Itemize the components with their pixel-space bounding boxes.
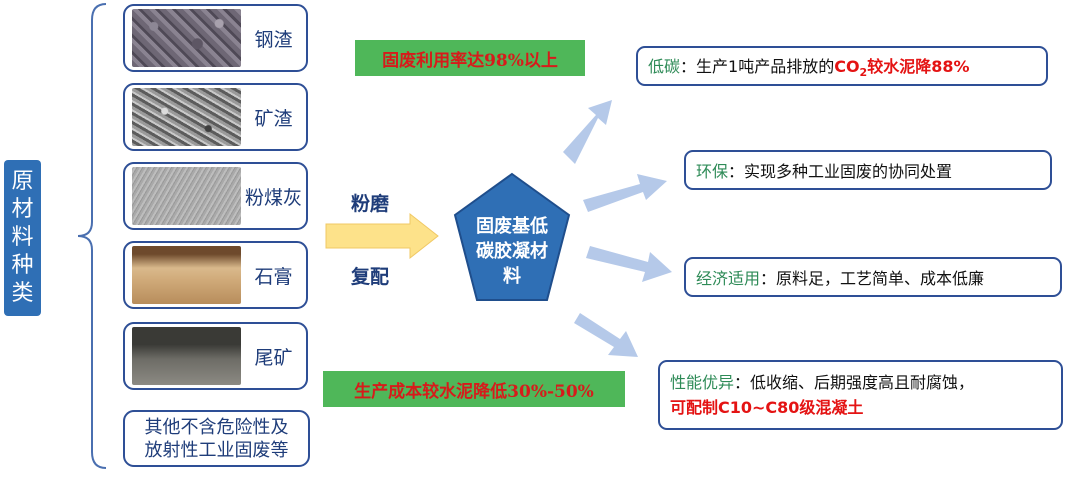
product-pentagon xyxy=(453,172,571,301)
product-label-line-1: 固废基低 xyxy=(476,216,548,237)
utilization-banner: 固废利用率达98%以上 xyxy=(355,40,585,76)
product-label: 固废基低 碳胶凝材 料 xyxy=(450,214,574,289)
compound-label: 复配 xyxy=(351,266,390,288)
benefit-text: ：生产1吨产品排放的 xyxy=(680,56,835,76)
benefit-title: 经济适用 xyxy=(696,269,761,288)
category-label: 原材料种类 xyxy=(4,160,41,316)
category-label-text: 原材料种类 xyxy=(11,169,34,306)
left-brace xyxy=(77,3,107,469)
benefit-eco: 环保：实现多种工业固废的协同处置 xyxy=(684,150,1052,190)
benefit-text: ：实现多种工业固废的协同处置 xyxy=(728,162,953,181)
benefit-performance: 性能优异：低收缩、后期强度高且耐腐蚀， 可配制C10~C80级混凝土 xyxy=(658,360,1063,430)
material-name: 尾矿 xyxy=(254,346,293,369)
co2-subscript: 2 xyxy=(859,66,868,80)
material-name: 石膏 xyxy=(254,265,293,288)
benefit-title: 环保 xyxy=(696,162,729,181)
other-materials-line-1: 其他不含危险性及 xyxy=(144,416,289,438)
co2-text: CO xyxy=(834,56,860,76)
reduction-text: 较水泥降88% xyxy=(867,56,970,76)
benefit-highlight: 可配制C10~C80级混凝土 xyxy=(670,398,864,417)
arrow-to-eco xyxy=(583,174,667,212)
material-card-steel-slag: 钢渣 xyxy=(123,4,308,72)
steel-slag-photo xyxy=(132,9,241,67)
material-name: 粉煤灰 xyxy=(244,186,302,209)
grind-label: 粉磨 xyxy=(351,193,390,215)
material-name: 钢渣 xyxy=(254,28,293,51)
fly-ash-photo xyxy=(132,167,241,225)
benefit-title: 低碳 xyxy=(648,56,681,76)
arrow-to-low-carbon xyxy=(563,100,612,164)
product-label-line-2: 碳胶凝材 xyxy=(476,241,548,262)
material-card-mineral-slag: 矿渣 xyxy=(123,83,308,151)
product-label-line-3: 料 xyxy=(503,266,521,287)
material-card-tailings: 尾矿 xyxy=(123,322,308,390)
arrow-to-economy xyxy=(586,246,672,282)
arrow-to-performance xyxy=(574,313,638,357)
tailings-photo xyxy=(132,327,241,385)
cost-banner: 生产成本较水泥降低30%-50% xyxy=(323,371,625,407)
benefit-text: ：低收缩、后期强度高且耐腐蚀， xyxy=(734,373,975,392)
benefit-title: 性能优异 xyxy=(670,373,735,392)
material-card-gypsum: 石膏 xyxy=(123,241,308,309)
other-materials-box: 其他不含危险性及 放射性工业固废等 xyxy=(123,410,310,467)
benefit-low-carbon: 低碳：生产1吨产品排放的CO2较水泥降88% xyxy=(636,46,1048,86)
benefit-highlight: CO2较水泥降88% xyxy=(834,56,970,80)
benefit-economy: 经济适用：原料足，工艺简单、成本低廉 xyxy=(684,257,1062,297)
material-name: 矿渣 xyxy=(254,107,293,130)
benefit-text: ：原料足，工艺简单、成本低廉 xyxy=(760,269,985,288)
mineral-slag-photo xyxy=(132,88,241,146)
process-arrow xyxy=(325,212,439,260)
other-materials-line-2: 放射性工业固废等 xyxy=(144,439,289,461)
gypsum-photo xyxy=(132,246,241,304)
material-card-fly-ash: 粉煤灰 xyxy=(123,162,308,230)
